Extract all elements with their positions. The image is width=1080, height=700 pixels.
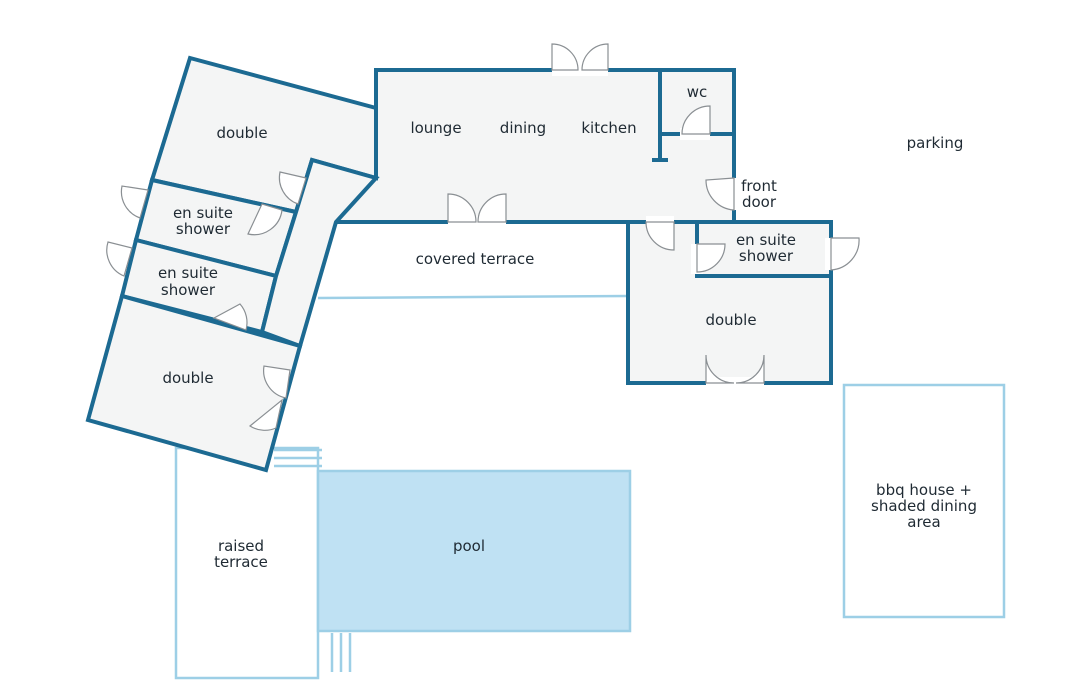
door-ensuite-right [691, 243, 726, 274]
label-parking: parking [907, 134, 964, 152]
label-dining: dining [500, 119, 546, 137]
door-ensuite-upper [120, 185, 283, 236]
label-covered-terrace: covered terrace [416, 250, 535, 268]
door-right-bedroom-bottom [705, 354, 765, 389]
label-ensuite-lower-line1: en suite [158, 264, 218, 282]
label-ensuite-right-line2: shower [739, 247, 794, 265]
label-bbq-line2: shaded dining [871, 497, 977, 515]
label-raised-terrace-line2: terrace [214, 553, 268, 571]
bbq-house [842, 383, 1006, 619]
label-pool: pool [453, 537, 485, 555]
label-ensuite-upper-line2: shower [176, 220, 231, 238]
door-right-bedroom [645, 216, 675, 251]
label-front-door-line2: door [742, 193, 777, 211]
door-front [705, 177, 740, 211]
label-wc: wc [687, 83, 708, 101]
pool-steps-top [274, 448, 322, 468]
pool [316, 469, 632, 633]
door-top [551, 43, 609, 76]
covered-terrace-edge [317, 294, 629, 300]
label-double-top: double [216, 124, 267, 142]
label-bbq-line3: area [907, 513, 940, 531]
label-ensuite-right-line1: en suite [736, 231, 796, 249]
label-double-right: double [705, 311, 756, 329]
label-double-left: double [162, 369, 213, 387]
label-front-door-line1: front [741, 177, 777, 195]
pool-steps-bottom [330, 633, 352, 672]
door-bottom-left-bedroom [248, 365, 291, 431]
label-bbq-line1: bbq house + [876, 481, 972, 499]
label-raised-terrace-line1: raised [218, 537, 264, 555]
label-lounge: lounge [410, 119, 461, 137]
door-terrace [447, 193, 507, 228]
bedroom-bottom-left [85, 293, 303, 473]
door-ensuite-right-outside [825, 237, 860, 271]
door-wc [680, 105, 711, 140]
door-ensuite-lower [106, 241, 248, 331]
label-ensuite-lower-line2: shower [161, 281, 216, 299]
label-ensuite-upper-line1: en suite [173, 204, 233, 222]
main-block [334, 68, 736, 224]
label-kitchen: kitchen [581, 119, 636, 137]
door-top-left-bedroom [278, 171, 307, 205]
